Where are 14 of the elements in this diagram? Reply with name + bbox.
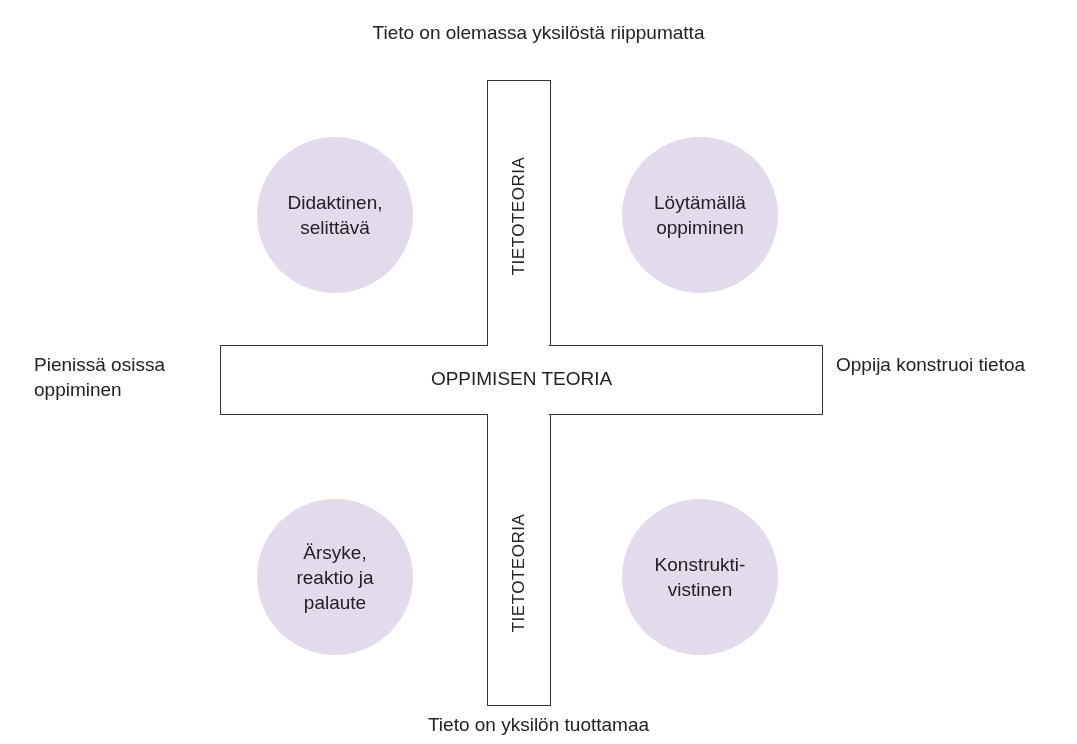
bar-label: OPPIMISEN TEORIA (429, 368, 614, 390)
axis-label: Tieto on yksilön tuottamaa (426, 713, 651, 737)
bar-label: TIETOTEORIA (508, 513, 529, 633)
circle-label: Löytämällä oppiminen (653, 191, 747, 240)
circle-label: Ärsyke, reaktio ja palaute (295, 540, 375, 615)
axis-label: Oppija konstruoi tietoa (836, 353, 1027, 377)
bar-arm (487, 414, 551, 706)
axis-label: Tieto on olemassa yksilöstä riippumatta (371, 21, 706, 45)
horizontal-bar (220, 345, 823, 415)
circle-label: Didaktinen, selittävä (286, 191, 384, 240)
bar-arm (487, 80, 551, 346)
bar-label: TIETOTEORIA (508, 156, 529, 276)
axis-label: Pienissä osissa oppiminen (34, 353, 166, 402)
circle-label: Konstrukti- vistinen (653, 553, 747, 602)
